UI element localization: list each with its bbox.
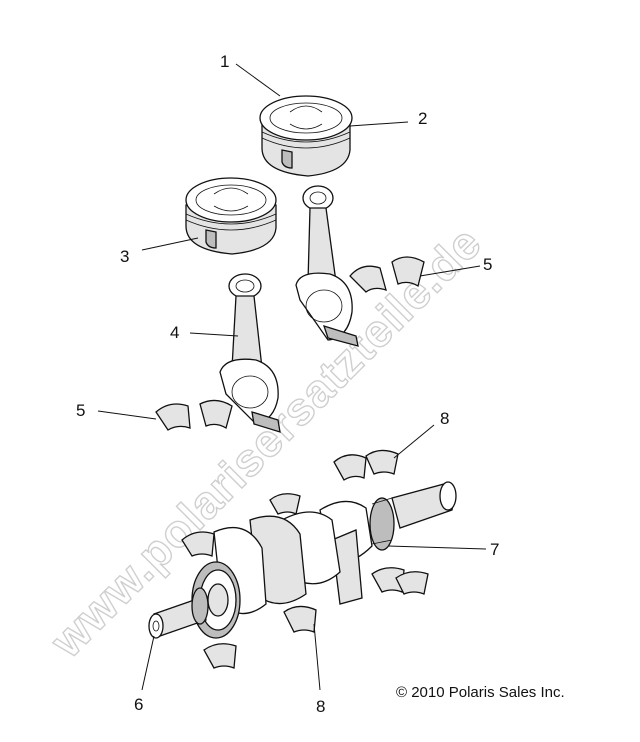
callout-3: 3 [120, 247, 129, 266]
leader-lines [97, 63, 487, 691]
callout-4: 4 [170, 323, 179, 342]
callout-8-lower: 8 [316, 697, 325, 716]
bearing-shells-upper [349, 256, 425, 293]
main-bearing-shells [181, 449, 429, 669]
callout-1: 1 [220, 52, 229, 71]
callout-5-upper: 5 [483, 255, 492, 274]
copyright-text: © 2010 Polaris Sales Inc. [396, 684, 565, 701]
connecting-rod-lower [219, 273, 281, 433]
callout-7: 7 [490, 540, 499, 559]
crankshaft [148, 481, 457, 639]
bearing-shells-lower [155, 399, 233, 431]
piston-lower [185, 177, 277, 255]
callout-8-upper: 8 [440, 409, 449, 428]
connecting-rod-upper [295, 185, 359, 347]
callout-6: 6 [134, 695, 143, 714]
piston-upper [259, 95, 353, 177]
callout-5-lower: 5 [76, 401, 85, 420]
callout-2: 2 [418, 109, 427, 128]
callouts: 1 2 3 4 5 5 6 7 8 8 [76, 52, 499, 716]
